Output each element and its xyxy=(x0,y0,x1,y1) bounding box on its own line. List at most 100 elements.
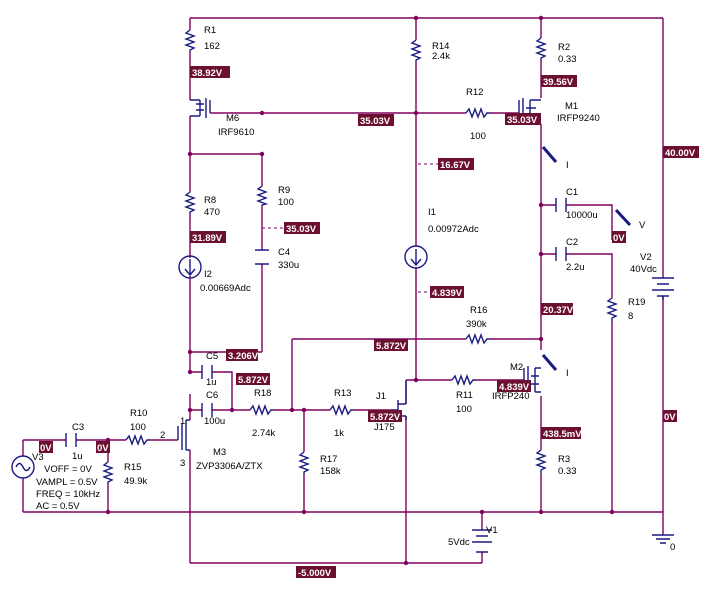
c5-name: C5 xyxy=(206,351,218,362)
c6-value: 100u xyxy=(204,416,225,427)
r3-value: 0.33 xyxy=(558,466,577,477)
dc-source-symbols xyxy=(472,277,674,553)
v1-name: V1 xyxy=(486,525,498,536)
probe-i-m2: I xyxy=(566,368,569,379)
ac-source-symbol xyxy=(11,455,35,479)
r13-name: R13 xyxy=(334,388,351,399)
component-labels: R1 162 R2 0.33 R14 2.4k R12 100 M1 IRFP9… xyxy=(32,25,675,553)
r18-value: 2.74k xyxy=(252,428,275,439)
voltage-5-872-j1: 5.872V xyxy=(370,412,401,423)
voltage-0-r15: 0V xyxy=(97,443,109,454)
m6-value: IRF9610 xyxy=(218,127,254,138)
voltage-0-output: 0V xyxy=(664,412,676,423)
v3-param-voff: VOFF = 0V xyxy=(44,464,92,475)
v3-param-ac: AC = 0.5V xyxy=(36,501,80,512)
r17-value: 158k xyxy=(320,466,341,477)
c3-value: 1u xyxy=(72,451,83,462)
m3-pin-3: 3 xyxy=(180,458,185,469)
m2-value: IRFP240 xyxy=(492,391,530,402)
voltage-4-839-i1: 4.839V xyxy=(432,288,463,299)
voltage-badges: 38.92V 39.56V 35.03V 35.03V 16.67V 40.00… xyxy=(39,66,699,579)
r19-value: 8 xyxy=(628,311,633,322)
j1-name: J1 xyxy=(376,391,386,402)
voltage-16-67: 16.67V xyxy=(440,160,471,171)
leader-lines xyxy=(262,163,438,293)
ground-label: 0 xyxy=(670,542,675,553)
i1-value: 0.00972Adc xyxy=(428,224,479,235)
c3-name: C3 xyxy=(72,422,84,433)
c1-name: C1 xyxy=(566,187,578,198)
voltage-0-c1: 0V xyxy=(613,233,625,244)
j1-value: J175 xyxy=(374,422,395,433)
i1-name: I1 xyxy=(428,207,436,218)
r12-value: 100 xyxy=(470,131,486,142)
voltage-5-872-c5: 5.872V xyxy=(238,375,269,386)
voltage-31-89: 31.89V xyxy=(192,233,223,244)
r2-value: 0.33 xyxy=(558,54,577,65)
r10-value: 100 xyxy=(130,422,146,433)
v1-value: 5Vdc xyxy=(448,537,470,548)
voltage-38-92: 38.92V xyxy=(192,68,223,79)
probe-i-m1: I xyxy=(566,160,569,171)
c2-name: C2 xyxy=(566,237,578,248)
current-source-symbols xyxy=(178,245,428,279)
r11-value: 100 xyxy=(456,404,472,415)
r8-value: 470 xyxy=(204,207,220,218)
m1-value: IRFP9240 xyxy=(557,113,600,124)
r14-value: 2.4k xyxy=(432,51,450,62)
r16-value: 390k xyxy=(466,319,487,330)
v2-name: V2 xyxy=(640,252,652,263)
voltage-40-00: 40.00V xyxy=(665,148,696,159)
v3-name: V3 xyxy=(32,452,44,463)
r10-name: R10 xyxy=(130,408,147,419)
wires xyxy=(22,17,664,564)
voltage-35-03-m1: 35.03V xyxy=(507,115,538,126)
r15-value: 49.9k xyxy=(124,476,147,487)
v2-value: 40Vdc xyxy=(630,264,657,275)
ground-symbol xyxy=(652,534,674,544)
r12-name: R12 xyxy=(466,87,483,98)
r9-name: R9 xyxy=(278,185,290,196)
r1-name: R1 xyxy=(204,25,216,36)
c5-value: 1u xyxy=(206,377,217,388)
m1-name: M1 xyxy=(565,101,578,112)
r2-name: R2 xyxy=(558,42,570,53)
probe-markers xyxy=(541,146,632,371)
r9-value: 100 xyxy=(278,197,294,208)
m6-name: M6 xyxy=(226,113,239,124)
r13-value: 1k xyxy=(334,428,344,439)
voltage-39-56: 39.56V xyxy=(543,77,574,88)
probe-v: V xyxy=(639,220,646,231)
m3-pin-1: 1 xyxy=(180,416,185,427)
i2-value: 0.00669Adc xyxy=(200,283,251,294)
v3-param-freq: FREQ = 10kHz xyxy=(36,489,100,500)
resistor-symbols xyxy=(102,29,618,484)
m3-value: ZVP3306A/ZTX xyxy=(196,461,263,472)
r15-name: R15 xyxy=(124,462,141,473)
junction-dots xyxy=(105,15,615,566)
voltage-0-input: 0V xyxy=(40,443,52,454)
c1-value: 10000u xyxy=(566,210,598,221)
voltage-438-5m: 438.5mV xyxy=(543,429,582,440)
c2-value: 2.2u xyxy=(566,262,585,273)
r19-name: R19 xyxy=(628,297,645,308)
r18-name: R18 xyxy=(254,388,271,399)
c6-name: C6 xyxy=(206,390,218,401)
v3-param-vampl: VAMPL = 0.5V xyxy=(36,477,98,488)
voltage-20-37: 20.37V xyxy=(543,305,574,316)
m3-pin-2: 2 xyxy=(160,430,165,441)
voltage-neg-5: -5.000V xyxy=(298,568,332,579)
r14-name: R14 xyxy=(432,41,449,52)
voltage-3-206: 3.206V xyxy=(228,351,259,362)
i2-name: I2 xyxy=(204,269,212,280)
r17-name: R17 xyxy=(320,454,337,465)
voltage-5-872-r16: 5.872V xyxy=(376,341,407,352)
voltage-35-03-c4: 35.03V xyxy=(286,224,317,235)
r1-value: 162 xyxy=(204,41,220,52)
voltage-35-03-gate: 35.03V xyxy=(360,116,391,127)
voltage-4-839-m2: 4.839V xyxy=(499,382,530,393)
c4-name: C4 xyxy=(278,247,290,258)
capacitor-symbols xyxy=(65,198,567,447)
r11-name: R11 xyxy=(456,390,473,401)
m3-name: M3 xyxy=(213,447,226,458)
